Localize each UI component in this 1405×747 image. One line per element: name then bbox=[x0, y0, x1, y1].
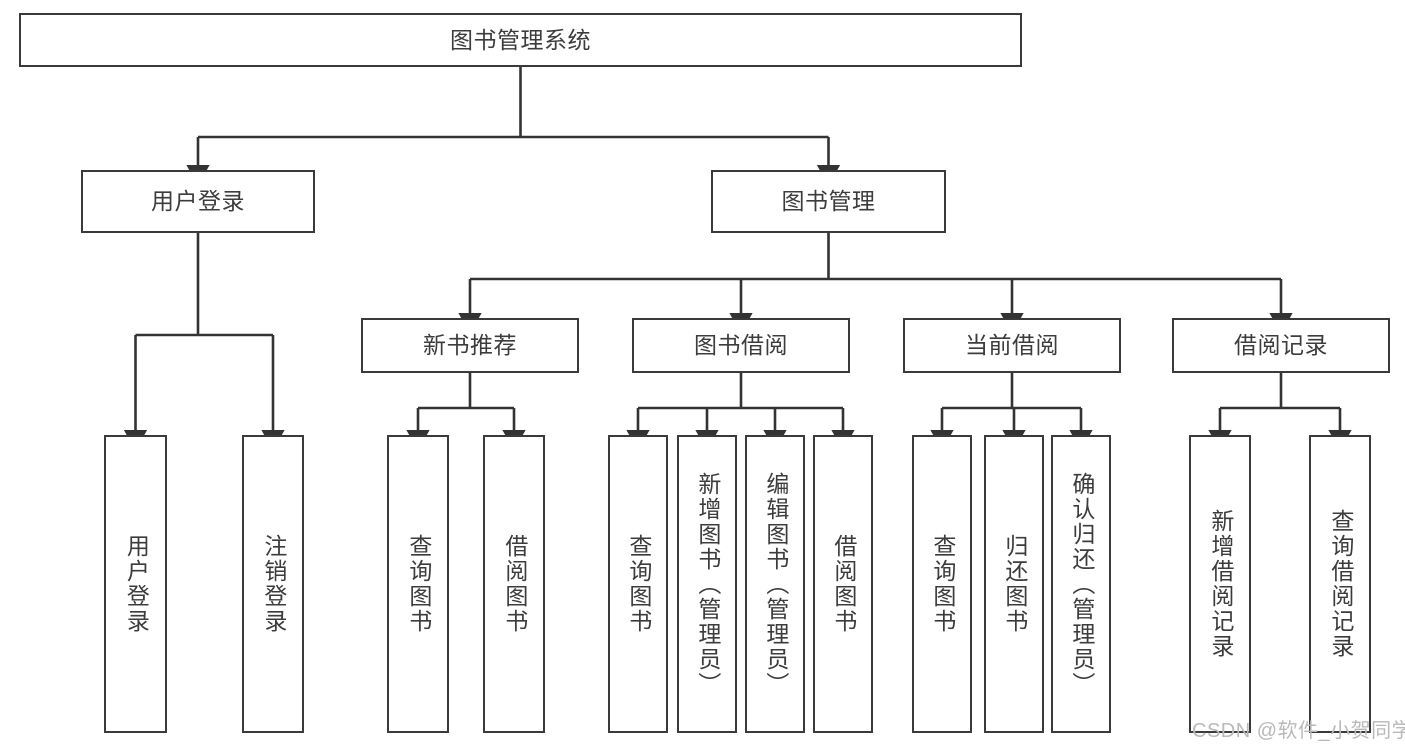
node-leaf-query-book-3[interactable]: 查询图书 bbox=[912, 435, 972, 733]
watermark-text: CSDN @软件_小贺同学 bbox=[1192, 720, 1405, 742]
node-label: 新增借阅记录 bbox=[1207, 509, 1234, 659]
node-label: 新书推荐 bbox=[423, 332, 517, 359]
node-leaf-confirm-return[interactable]: 确认归还（管理员） bbox=[1051, 435, 1111, 733]
node-leaf-add-book[interactable]: 新增图书（管理员） bbox=[677, 435, 737, 733]
node-label: 查询借阅记录 bbox=[1327, 509, 1354, 659]
node-leaf-borrow-book-2[interactable]: 借阅图书 bbox=[813, 435, 873, 733]
node-leaf-return-book[interactable]: 归还图书 bbox=[984, 435, 1044, 733]
node-current-borrow[interactable]: 当前借阅 bbox=[903, 318, 1121, 373]
connector-lines bbox=[123, 67, 1352, 451]
node-label: 借阅记录 bbox=[1234, 332, 1328, 359]
node-leaf-add-record[interactable]: 新增借阅记录 bbox=[1189, 435, 1251, 733]
node-leaf-query-book-1[interactable]: 查询图书 bbox=[387, 435, 449, 733]
node-label: 确认归还（管理员） bbox=[1068, 471, 1095, 697]
node-label: 新增图书（管理员） bbox=[694, 471, 721, 697]
node-leaf-user-login[interactable]: 用户登录 bbox=[104, 435, 167, 733]
node-leaf-edit-book[interactable]: 编辑图书（管理员） bbox=[745, 435, 805, 733]
node-label: 归还图书 bbox=[1001, 534, 1028, 634]
node-label: 编辑图书（管理员） bbox=[762, 471, 789, 697]
node-borrow-record[interactable]: 借阅记录 bbox=[1172, 318, 1390, 373]
node-label: 借阅图书 bbox=[501, 534, 528, 634]
node-book-borrow[interactable]: 图书借阅 bbox=[632, 318, 850, 373]
node-label: 用户登录 bbox=[123, 534, 150, 634]
node-label: 当前借阅 bbox=[965, 332, 1059, 359]
node-label: 查询图书 bbox=[929, 534, 956, 634]
node-label: 图书借阅 bbox=[694, 332, 788, 359]
node-label: 查询图书 bbox=[405, 534, 432, 634]
node-label: 注销登录 bbox=[260, 534, 287, 634]
node-user-login[interactable]: 用户登录 bbox=[81, 170, 315, 233]
node-root[interactable]: 图书管理系统 bbox=[19, 13, 1022, 67]
node-label: 图书管理 bbox=[781, 188, 876, 215]
node-leaf-logout[interactable]: 注销登录 bbox=[242, 435, 304, 733]
node-leaf-query-record[interactable]: 查询借阅记录 bbox=[1309, 435, 1371, 733]
node-label: 图书管理系统 bbox=[450, 26, 591, 53]
node-leaf-borrow-book-1[interactable]: 借阅图书 bbox=[483, 435, 545, 733]
node-book-manage[interactable]: 图书管理 bbox=[711, 170, 946, 233]
node-new-book-rec[interactable]: 新书推荐 bbox=[361, 318, 579, 373]
node-label: 借阅图书 bbox=[830, 534, 857, 634]
node-leaf-query-book-2[interactable]: 查询图书 bbox=[608, 435, 668, 733]
node-label: 查询图书 bbox=[625, 534, 652, 634]
node-label: 用户登录 bbox=[151, 188, 245, 215]
